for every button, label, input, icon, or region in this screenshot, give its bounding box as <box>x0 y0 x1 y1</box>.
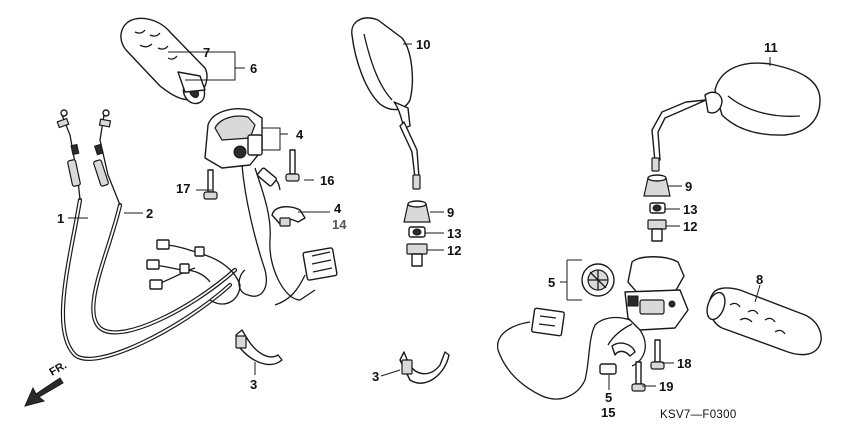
callout-3-left: 3 <box>250 377 257 392</box>
callout-9-left: 9 <box>447 205 454 220</box>
band-14 <box>271 206 306 227</box>
callout-8: 8 <box>756 272 763 287</box>
callout-19: 19 <box>659 379 673 394</box>
callout-13-right: 13 <box>683 202 697 217</box>
cable-clamp-middle <box>399 351 450 384</box>
screw-17 <box>203 169 218 200</box>
callout-12-right: 12 <box>683 219 697 234</box>
callout-12-left: 12 <box>447 243 461 258</box>
screw-19 <box>631 361 646 392</box>
callout-10: 10 <box>416 37 430 52</box>
callout-labels: 7 6 4 1 2 17 16 4 14 3 10 9 13 12 3 11 9… <box>57 37 778 420</box>
callout-2: 2 <box>146 206 153 221</box>
diagram-code: KSV7—F0300 <box>660 409 737 421</box>
left-handlebar-switch <box>497 256 689 400</box>
callout-5-small: 5 <box>605 390 612 405</box>
callout-17: 17 <box>176 181 190 196</box>
callout-13-left: 13 <box>447 226 461 241</box>
callout-18: 18 <box>677 356 691 371</box>
left-mirror-adapter <box>403 200 431 267</box>
screw-18 <box>650 339 665 370</box>
front-direction-arrow: FR. <box>24 359 69 407</box>
right-mirror-adapter <box>643 174 671 242</box>
callout-15: 15 <box>601 405 615 420</box>
callout-9-right: 9 <box>685 179 692 194</box>
switch-harness <box>146 239 241 305</box>
callout-5-switch: 5 <box>548 275 555 290</box>
callout-14: 14 <box>332 217 347 232</box>
left-mirror <box>351 17 421 190</box>
callout-7: 7 <box>203 45 210 60</box>
front-direction-label: FR. <box>48 359 69 378</box>
callout-3-middle: 3 <box>372 369 379 384</box>
right-handlebar-switch <box>204 108 338 306</box>
screw-16 <box>285 149 300 182</box>
callout-4: 4 <box>296 127 304 142</box>
leader-lines <box>68 43 771 390</box>
callout-1: 1 <box>57 211 64 226</box>
callout-4-band: 4 <box>334 201 342 216</box>
callout-16: 16 <box>320 173 334 188</box>
throttle-cables <box>56 109 238 361</box>
callout-6: 6 <box>250 61 257 76</box>
callout-11: 11 <box>764 40 778 55</box>
throttle-grip <box>120 17 208 105</box>
right-mirror <box>651 62 821 172</box>
cable-clamp-left <box>235 329 283 366</box>
left-grip <box>706 287 822 356</box>
